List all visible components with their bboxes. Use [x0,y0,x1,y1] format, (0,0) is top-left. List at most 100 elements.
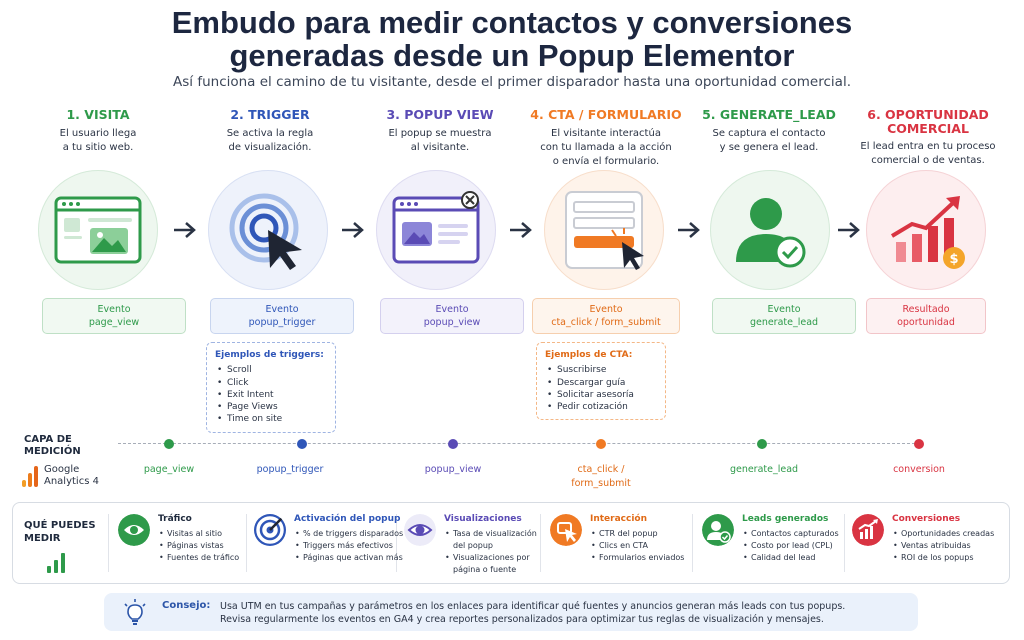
label-line: popup_trigger [256,464,324,475]
svg-text:$: $ [949,252,958,267]
step-desc-line: comercial o de ventas. [871,155,985,166]
label-line: QUÉ PUEDES [24,520,96,531]
arrow-right-icon [174,222,196,238]
google-analytics-icon [22,466,38,487]
step-visita: 1. VISITA El usuario llega a tu sitio we… [16,108,180,155]
divider [108,514,109,572]
timeline-dot [297,439,307,449]
timeline-event-label: page_view [104,463,234,477]
tip-label: Consejo: [162,600,211,611]
list-item: Ventas atribuidas [892,540,994,552]
step-title: 1. VISITA [66,107,130,122]
tip-text-line: Revisa regularmente los eventos en GA4 y… [220,614,824,625]
eye-icon [404,514,436,546]
page-title-line2: generadas desde un Popup Elementor [229,38,795,73]
step-cta-formulario: 4. CTA / FORMULARIO El visitante interac… [524,108,688,169]
timeline-dot [164,439,174,449]
arrow-right-icon [838,222,860,238]
list-item: Suscribirse [545,364,657,377]
timeline-event-label: popup_view [388,463,518,477]
metric-visualizaciones: Visualizaciones Tasa de visualización de… [404,510,538,576]
step-desc-line: El lead entra en tu proceso [860,141,996,152]
trigger-examples-box: Ejemplos de triggers: Scroll Click Exit … [206,342,336,433]
step-popup-view: 3. POPUP VIEW El popup se muestra al vis… [358,108,522,155]
step-description: Se activa la regla de visualización. [188,127,352,155]
label-line: cta_click / [577,464,625,475]
metric-title: Visualizaciones [444,514,522,524]
step-title-line: 6. OPORTUNIDAD [867,107,989,122]
list-item: Costo por lead (CPL) [742,540,839,552]
list-item: Tasa de visualización [444,528,537,540]
google-analytics-label: Google Analytics 4 [44,464,99,488]
step-title: 2. TRIGGER [230,107,310,122]
step-description: Se captura el contacto y se genera el le… [687,127,851,155]
list-item: Triggers más efectivos [294,540,403,552]
list-item: Páginas que activan más [294,552,403,564]
timeline-event-label: conversion [854,463,984,477]
label-line: popup_view [424,464,482,475]
user-check-icon [702,514,734,546]
step-desc-line: al visitante. [410,142,470,153]
label-line: page_view [143,464,195,475]
step-description: El usuario llega a tu sitio web. [16,127,180,155]
divider [246,514,247,572]
lightbulb-icon [124,599,146,625]
metric-interaccion: Interacción CTR del popup Clics en CTA F… [550,510,690,576]
metric-title: Leads generados [742,514,829,524]
list-item: Scroll [215,364,327,377]
step-oportunidad-comercial: 6. OPORTUNIDAD COMERCIAL El lead entra e… [846,108,1010,168]
label-line: MEDICIÓN [24,446,81,457]
divider [692,514,693,572]
list-item: Page Views [215,401,327,414]
step-description: El visitante interactúa con tu llamada a… [524,127,688,169]
step-desc-line: Se activa la regla [226,128,314,139]
step-desc-line: El popup se muestra [388,128,492,139]
click-icon [550,514,582,546]
step-title: 4. CTA / FORMULARIO [530,107,682,122]
timeline-event-label: popup_trigger [225,463,355,477]
list-item: Visitas al sitio [158,528,239,540]
user-check-icon [710,170,830,290]
list-item-continuation: del popup [453,541,493,550]
arrow-right-icon [678,222,700,238]
eye-icon [118,514,150,546]
target-cursor-icon [208,170,328,290]
event-badge-label: Resultado [902,304,950,315]
step-desc-line: a tu sitio web. [62,142,134,153]
event-badge-generate-lead: Evento generate_lead [712,298,856,334]
list-item: Exit Intent [215,389,327,402]
timeline-event-label: generate_lead [699,463,829,477]
list-item: Time on site [215,413,327,426]
page-title: Embudo para medir contactos y conversion… [0,6,1024,72]
metric-list: Oportunidades creadas Ventas atribuidas … [892,528,994,564]
measurement-timeline [118,443,920,444]
page-subtitle: Así funciona el camino de tu visitante, … [173,74,851,90]
list-item: Calidad del lead [742,552,839,564]
list-item: Páginas vistas [158,540,239,552]
step-desc-line: El usuario llega [59,128,137,139]
timeline-dot [757,439,767,449]
list-item: % de triggers disparados [294,528,403,540]
event-badge-value: oportunidad [897,317,955,328]
metric-list: Contactos capturados Costo por lead (CPL… [742,528,839,564]
label-line: Analytics 4 [44,476,99,487]
tip-text-line: Usa UTM en tus campañas y parámetros en … [220,601,846,612]
label-line: conversion [893,464,945,475]
tip-box [104,593,918,631]
event-badge-label: Evento [435,304,469,315]
cta-examples-box: Ejemplos de CTA: Suscribirse Descargar g… [536,342,666,421]
timeline-event-label: cta_click / form_submit [536,463,666,491]
list-item: Descargar guía [545,377,657,390]
metric-title: Activación del popup [294,514,401,524]
step-desc-line: de visualización. [228,142,312,153]
step-description: El popup se muestra al visitante. [358,127,522,155]
event-badge-popup-view: Evento popup_view [380,298,524,334]
form-click-icon [544,170,664,290]
step-desc-line: o envía el formulario. [552,156,660,167]
event-badge-popup-trigger: Evento popup_trigger [210,298,354,334]
metric-conversiones: Conversiones Oportunidades creadas Venta… [852,510,1002,576]
list-item: Oportunidades creadas [892,528,994,540]
label-line: form_submit [571,478,631,489]
list-item: ROI de los popups [892,552,994,564]
list-item: Visualizaciones por [444,552,537,564]
